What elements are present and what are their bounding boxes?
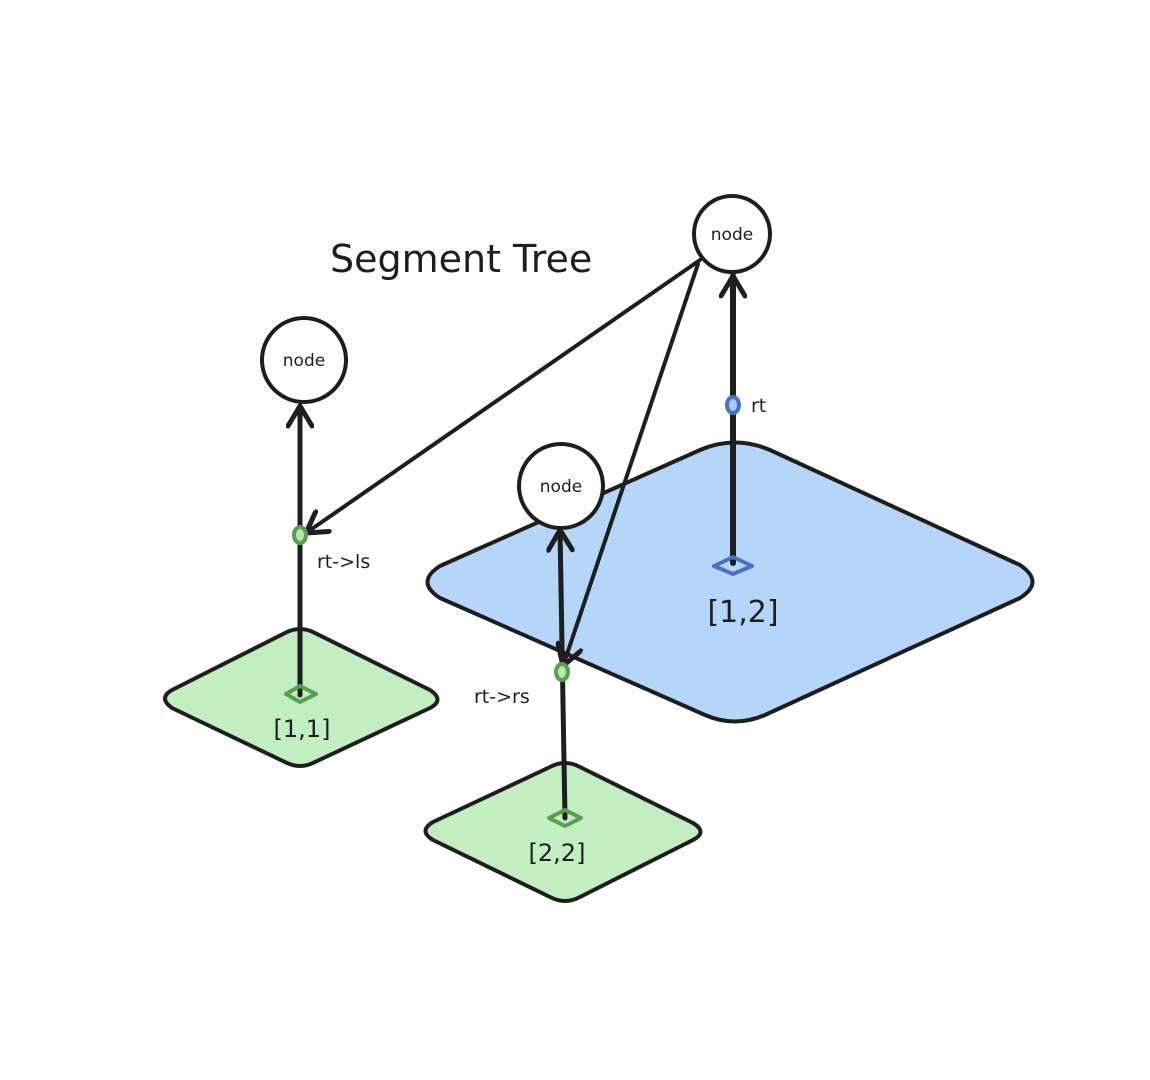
arrow-root-to-left-child: [306, 258, 702, 533]
pointer-dot-root: [725, 395, 741, 415]
range-label-root: [1,2]: [707, 595, 778, 630]
range-label-left: [1,1]: [274, 715, 331, 743]
node-right-label: node: [540, 477, 582, 497]
pointer-dot-right: [554, 662, 570, 682]
pointer-label-right: rt->rs: [474, 686, 530, 708]
range-region-2-2: [423, 761, 703, 903]
pointer-label-root: rt: [751, 395, 766, 417]
diagram-title: Segment Tree: [330, 237, 592, 281]
node-root: node: [692, 194, 772, 274]
node-left: node: [260, 316, 348, 404]
anchor-diamond-root: [712, 555, 754, 576]
node-left-label: node: [283, 351, 325, 371]
node-right: node: [517, 442, 605, 530]
anchor-diamond-right: [547, 808, 583, 828]
pointer-dot-left: [292, 525, 308, 545]
arrow-root-to-right-child: [563, 262, 700, 666]
node-root-label: node: [711, 225, 753, 245]
range-label-right: [2,2]: [529, 839, 586, 867]
pointer-label-left: rt->ls: [317, 551, 370, 573]
range-region-1-1: [163, 627, 440, 768]
anchor-diamond-left: [284, 684, 318, 704]
